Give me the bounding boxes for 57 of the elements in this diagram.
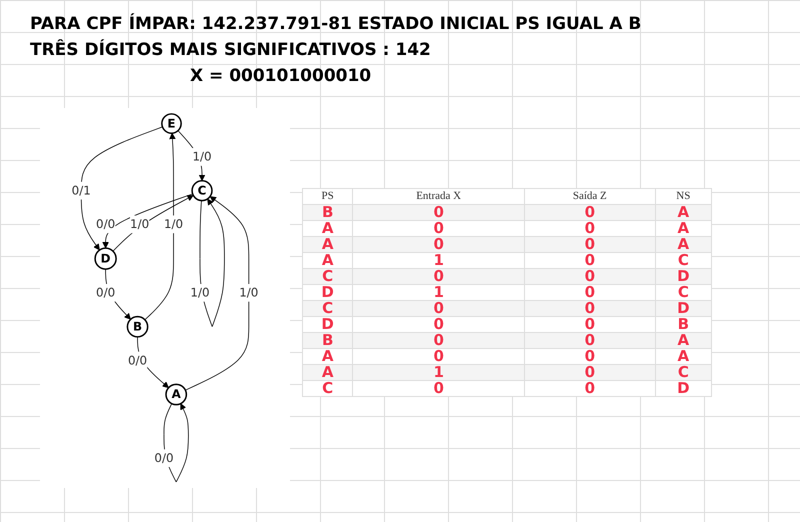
table-cell: 0 <box>524 380 656 396</box>
table-cell: C <box>302 300 353 316</box>
table-cell: 0 <box>352 268 525 284</box>
table-cell: C <box>655 364 712 380</box>
arrow <box>112 195 194 252</box>
node-circle: D <box>94 247 117 270</box>
edge-label: 0/1 <box>72 183 91 198</box>
table-cell: 0 <box>524 364 656 380</box>
table-cell: 0 <box>352 236 525 252</box>
edge-label: 1/0 <box>164 216 184 232</box>
table-cell: D <box>655 268 712 284</box>
node-circle: C <box>191 180 213 202</box>
table-cell: A <box>655 332 712 348</box>
table-cell: C <box>302 268 353 284</box>
table-cell: 0 <box>352 380 525 396</box>
input-sequence: X = 000101000010 <box>190 66 372 86</box>
arrow <box>137 336 169 388</box>
arrow <box>102 194 194 248</box>
title: PARA CPF ÍMPAR: 142.237.791-81 ESTADO INICIAL PS IGUAL A B <box>30 14 642 34</box>
note-text: TRÊS DÍGITOS MAIS SIGNIFICATIVOS : 142 <box>30 40 432 60</box>
table-cell: 0 <box>524 332 656 348</box>
node-circle: E <box>161 113 182 134</box>
column-header: Entrada X <box>352 188 525 204</box>
edge-label: 1/0 <box>190 285 210 300</box>
table-cell: D <box>655 300 712 316</box>
column-header: Saída Z <box>524 188 656 204</box>
column-header: PS <box>302 188 353 204</box>
edge-label: 0/0 <box>128 353 148 368</box>
table-cell: 0 <box>524 236 656 252</box>
table-cell: A <box>655 204 712 220</box>
table-cell: A <box>302 364 353 380</box>
edge-label: 0/0 <box>96 216 116 232</box>
table-cell: B <box>302 204 353 220</box>
table-cell: 0 <box>524 300 656 316</box>
edge-label: 1/0 <box>239 285 258 300</box>
table-cell: 0 <box>352 332 525 348</box>
table-cell: 0 <box>352 204 525 220</box>
arrow <box>80 126 163 250</box>
arrow <box>144 132 176 320</box>
edge-label: 0/0 <box>154 450 174 465</box>
table-cell: 1 <box>352 364 525 380</box>
node-circle: B <box>126 316 148 338</box>
table-cell: B <box>302 332 353 348</box>
arrow <box>200 198 225 328</box>
table-cell: A <box>655 236 712 252</box>
edge-label: 0/0 <box>96 285 116 300</box>
arrow <box>164 403 189 482</box>
table-cell: 0 <box>524 204 656 220</box>
table-cell: A <box>302 236 353 252</box>
table-cell: 0 <box>352 300 525 316</box>
arrow <box>185 196 250 391</box>
edge-label: 1/0 <box>192 150 212 164</box>
table-cell: C <box>302 380 353 396</box>
edge-label: 1/0 <box>130 216 150 232</box>
table-cell: D <box>655 380 712 396</box>
node-circle: A <box>165 384 188 406</box>
table-cell: 0 <box>524 268 656 284</box>
